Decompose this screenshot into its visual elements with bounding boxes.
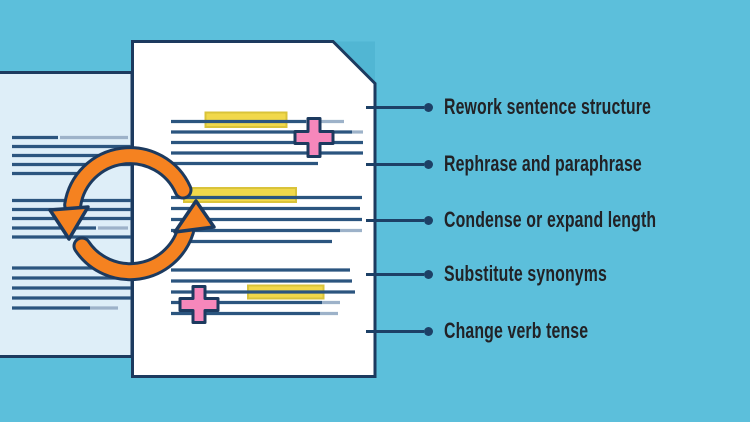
- connector-line: [366, 329, 424, 333]
- dot-bullet-icon: [424, 215, 433, 225]
- highlight-bar-2: [183, 187, 297, 203]
- dot-bullet-icon: [424, 102, 433, 112]
- callout-item-4: Substitute synonyms: [366, 259, 670, 289]
- callout-item-2: Rephrase and paraphrase: [366, 149, 719, 179]
- connector-line: [366, 218, 424, 222]
- arrowhead-down: [48, 205, 90, 241]
- front-page-text-lines-light: [306, 119, 363, 316]
- callout-label: Condense or expand length: [444, 207, 657, 232]
- dot-bullet-icon: [424, 159, 433, 169]
- connector-line: [366, 105, 424, 109]
- callout-label: Substitute synonyms: [444, 261, 607, 286]
- callout-item-3: Condense or expand length: [366, 205, 739, 235]
- arrowhead-up: [173, 199, 216, 234]
- back-page-text-lines-light: [60, 135, 128, 310]
- dot-bullet-icon: [424, 269, 433, 279]
- callout-item-5: Change verb tense: [366, 316, 644, 346]
- callout-label: Rework sentence structure: [444, 94, 651, 119]
- connector-line: [366, 162, 424, 166]
- dot-bullet-icon: [424, 326, 433, 336]
- plus-icon-bottom: [178, 285, 220, 324]
- callout-label: Rephrase and paraphrase: [444, 151, 642, 176]
- highlight-bar-1: [204, 111, 288, 128]
- plus-icon-top: [293, 117, 335, 158]
- connector-line: [366, 272, 424, 276]
- callout-label: Change verb tense: [444, 318, 589, 343]
- callout-item-1: Rework sentence structure: [366, 92, 731, 122]
- sync-arrows-icon: [48, 146, 216, 282]
- plus-icons: [178, 117, 335, 324]
